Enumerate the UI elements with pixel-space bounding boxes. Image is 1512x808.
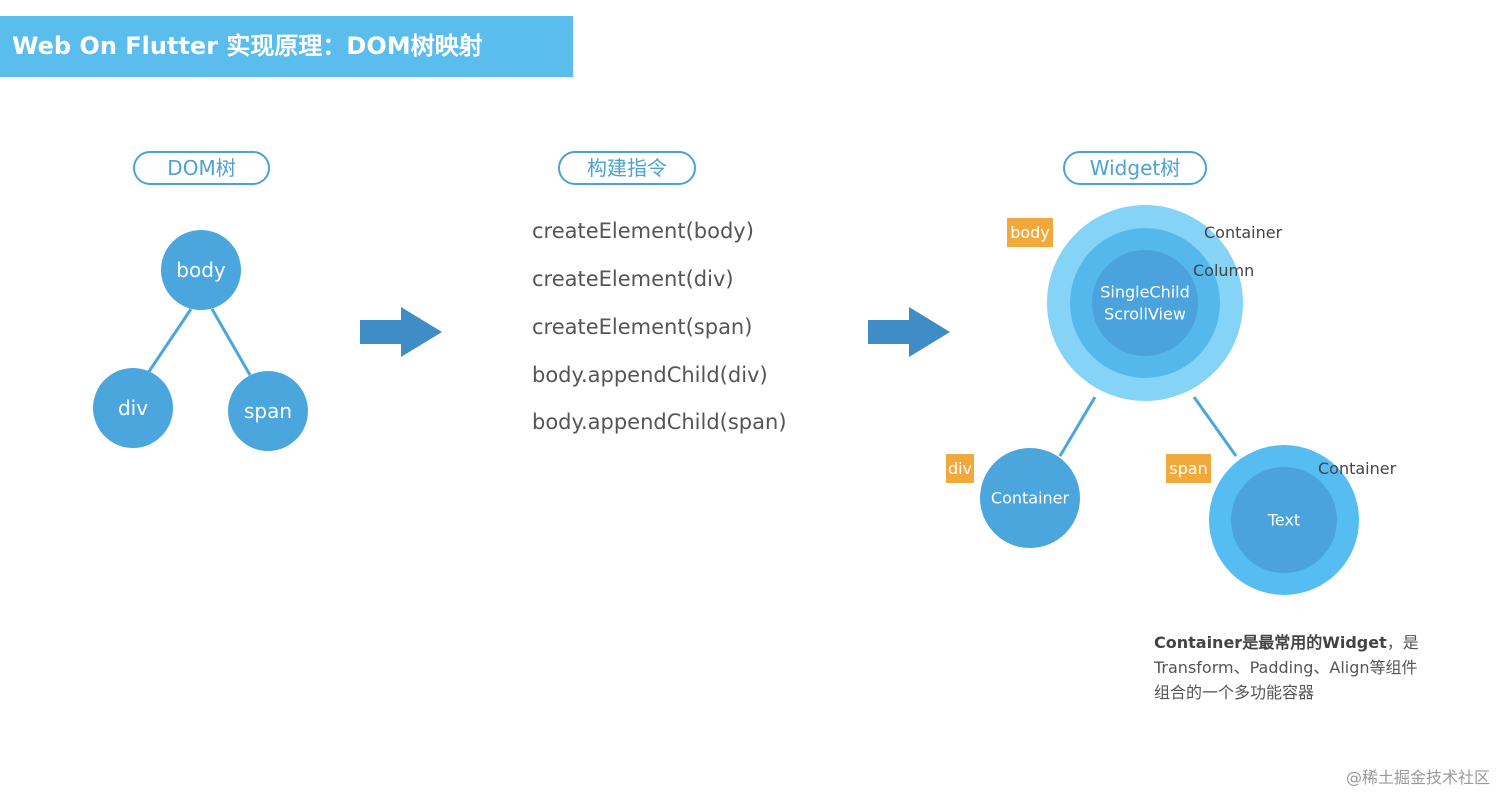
widget-right-container-label: Container — [1318, 459, 1397, 478]
dom-node-div-label: div — [117, 396, 149, 420]
dom-node-body-label: body — [176, 258, 226, 282]
container-note-rest: ，是Transform、Padding、Align等组件组合的一个多功能容器 — [1154, 633, 1419, 702]
dom-node-span-label: span — [243, 399, 293, 423]
widget-root-container-label: Container — [1204, 223, 1283, 242]
container-note-bold: Container是最常用的Widget — [1154, 633, 1387, 652]
arrow-icon — [360, 307, 442, 357]
command-line: createElement(div) — [532, 267, 734, 291]
widget-left-container-node — [980, 448, 1080, 548]
widget-root-scrollview-label-line1: SingleChild — [1100, 282, 1190, 302]
section-dom-tree: DOM树 — [133, 151, 270, 185]
widget-right-text-label: Text — [1267, 510, 1301, 530]
widget-root-scrollview-label-line2: ScrollView — [1104, 304, 1186, 324]
widget-root-column-label: Column — [1193, 261, 1255, 280]
arrow-icon — [868, 307, 950, 357]
tag-div: div — [946, 454, 974, 483]
dom-node-div — [93, 368, 173, 448]
section-commands: 构建指令 — [558, 151, 696, 185]
container-note: Container是最常用的Widget，是Transform、Padding、… — [1154, 630, 1424, 705]
tag-span: span — [1166, 454, 1211, 483]
dom-node-body — [161, 230, 241, 310]
widget-edge-right — [1192, 396, 1238, 457]
dom-node-span — [228, 371, 308, 451]
page-title: Web On Flutter 实现原理：DOM树映射 — [12, 32, 483, 60]
widget-root-scrollview-node — [1092, 250, 1198, 356]
command-line: createElement(span) — [532, 315, 753, 339]
widget-edge-left — [1058, 396, 1097, 457]
dom-edge-body-span — [210, 308, 252, 376]
watermark: @稀土掘金技术社区 — [1345, 768, 1490, 787]
command-line: body.appendChild(div) — [532, 363, 768, 387]
title-bar: Web On Flutter 实现原理：DOM树映射 — [0, 16, 573, 77]
dom-edge-body-div — [146, 308, 193, 374]
section-widget-tree: Widget树 — [1063, 151, 1207, 185]
widget-right-text-node — [1231, 467, 1337, 573]
command-line: body.appendChild(span) — [532, 410, 787, 434]
widget-left-container-label: Container — [990, 488, 1070, 508]
tag-body: body — [1007, 218, 1053, 247]
command-line: createElement(body) — [532, 219, 754, 243]
